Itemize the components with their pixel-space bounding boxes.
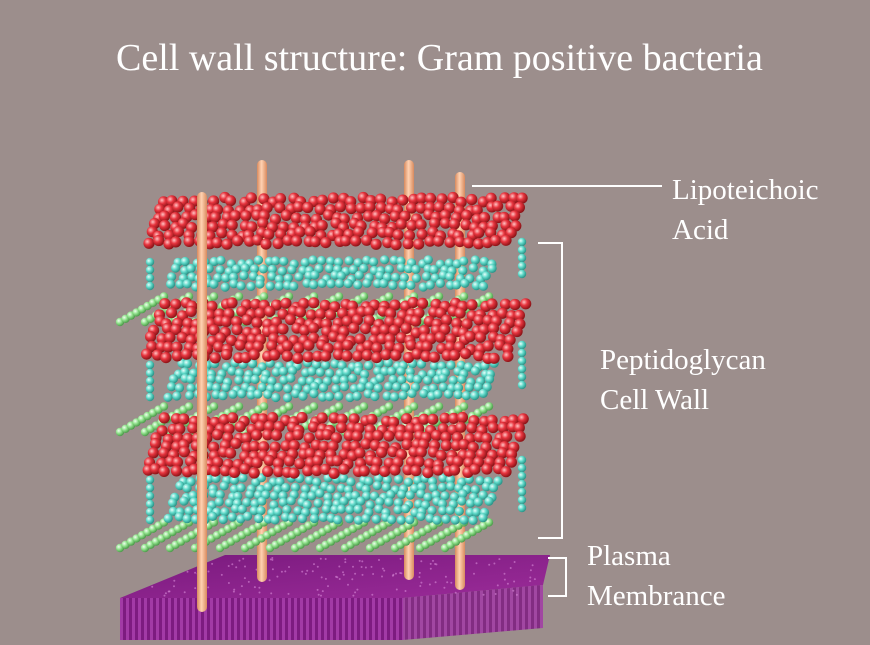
lipoteichoic-label-line-1: Lipoteichoic <box>672 174 819 206</box>
lipoteichoic-acid-label: Lipoteichoic Acid <box>672 170 819 250</box>
lipoteichoic-label-line-2: Acid <box>672 214 729 246</box>
peptidoglycan-cell-wall-label: Peptidoglycan Cell Wall <box>600 340 766 420</box>
membrane-label-line-2: Membrance <box>587 580 726 612</box>
membrane-label-line-1: Plasma <box>587 540 671 572</box>
page-title: Cell wall structure: Gram positive bacte… <box>116 37 763 79</box>
plasma-membrane <box>120 555 550 640</box>
peptidoglycan-label-line-1: Peptidoglycan <box>600 344 766 376</box>
peptidoglycan-label-line-2: Cell Wall <box>600 384 710 416</box>
plasma-membrane-label: Plasma Membrance <box>587 536 726 616</box>
peptidoglycan-bracket <box>538 242 563 539</box>
lipoteichoic-rods-front <box>197 192 207 612</box>
leader-lines <box>472 185 662 597</box>
membrane-speckles <box>151 557 536 597</box>
membrane-bracket <box>548 557 567 597</box>
peptidoglycan-layers <box>115 191 532 553</box>
